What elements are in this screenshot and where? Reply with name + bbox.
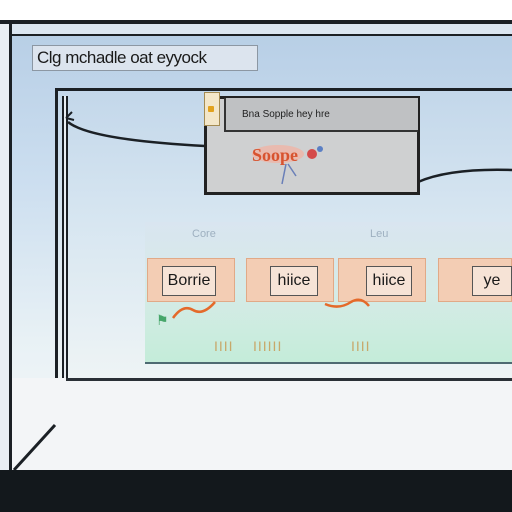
window-bottom-bezel [0,470,512,512]
cell-value: IIII [214,338,234,354]
window-title: Clg mchadle oat eyyock [32,45,258,71]
panel-floor-divider [66,378,512,381]
column-label: Leu [370,228,389,240]
popup-logo-image: Soope [252,145,323,185]
card-label: Borrie [162,266,216,296]
popup-header: Bna Sopple hey hre [224,98,418,132]
cell-value: IIIIII [253,338,283,354]
window-left-bezel [0,24,12,480]
cell-value: IIII [351,338,371,354]
pin-icon [208,106,214,112]
card-connectors [171,298,370,319]
popup-logo-text: Soope [252,145,298,165]
card-label: hiice [270,266,318,296]
column-label: Core [192,228,216,240]
window-top-border [0,20,512,24]
panel-floor [12,378,512,470]
flag-icon: ⚑ [156,312,169,328]
card-label: hiice [366,266,412,296]
card-label: ye [472,266,512,296]
inner-panel-rail[interactable] [62,96,68,380]
